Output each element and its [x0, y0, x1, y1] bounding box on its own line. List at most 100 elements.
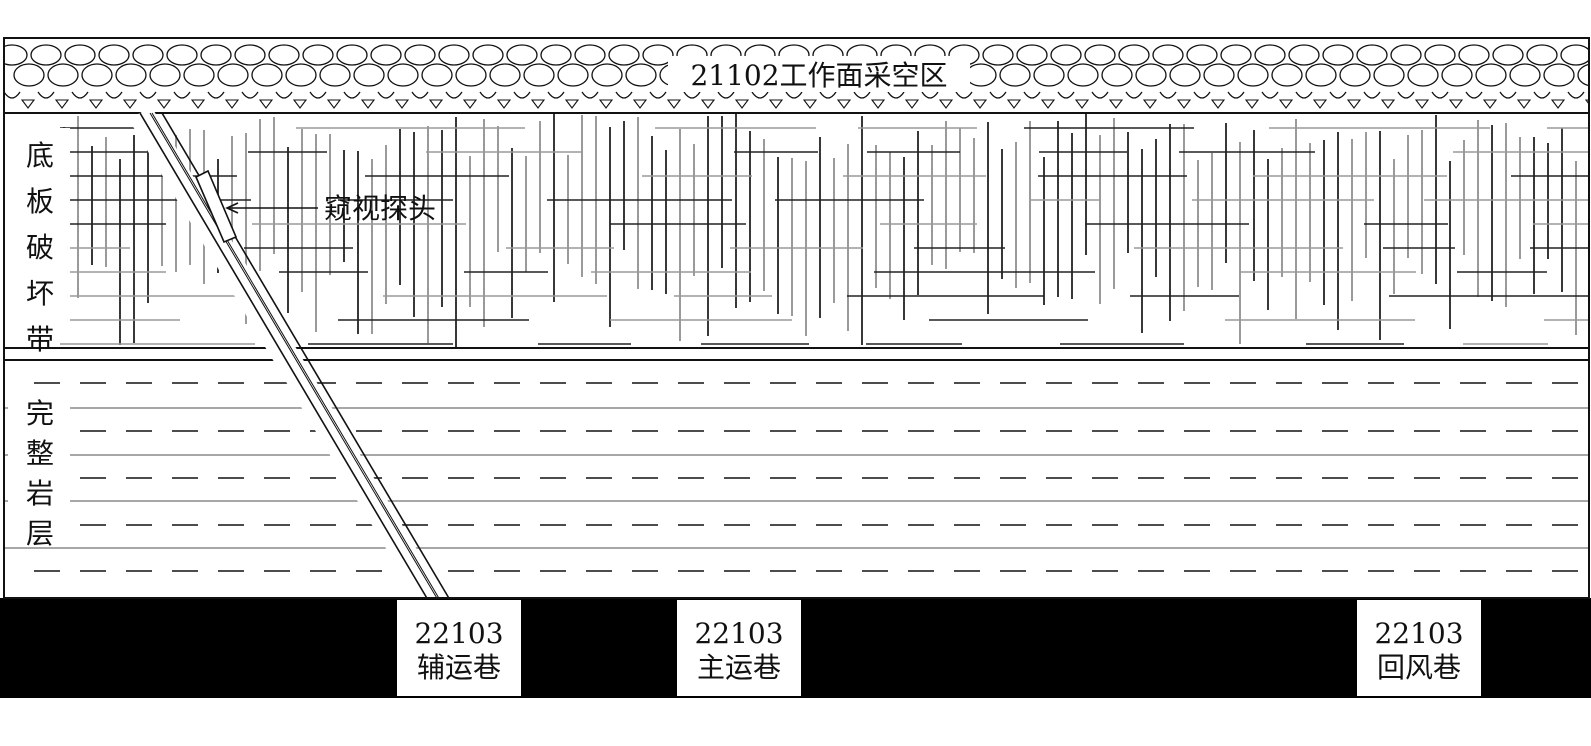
rubble-stone — [1509, 63, 1541, 87]
rubble-fragment — [1499, 91, 1517, 99]
rubble-stone — [319, 63, 351, 87]
rubble-stone — [1152, 44, 1184, 66]
rubble-fragment — [88, 99, 104, 109]
rubble-fragment — [377, 91, 395, 99]
roadway-band: 22103 辅运巷 22103 主运巷 22103 回风巷 — [0, 598, 1591, 698]
rubble-fragment — [819, 91, 837, 99]
rubble-fragment — [71, 91, 89, 99]
rubble-fragment — [1278, 99, 1294, 109]
probe-arrow-head — [225, 202, 239, 214]
rubble-stone — [1050, 44, 1082, 66]
rubble-fragment — [836, 99, 852, 109]
rubble-fragment — [156, 99, 172, 109]
rubble-fragment — [1295, 91, 1313, 99]
rubble-fragment — [462, 99, 478, 109]
rubble-fragment — [173, 91, 191, 99]
rubble-fragment — [1550, 99, 1566, 109]
rubble-fragment — [309, 91, 327, 99]
rubble-stone — [353, 63, 385, 87]
damage-label-backdrop — [8, 128, 70, 340]
zone-label-char: 带 — [26, 323, 54, 356]
rubble-fragment — [479, 91, 497, 99]
roadway-return-number: 22103 — [1374, 617, 1463, 650]
rubble-stone — [1305, 63, 1337, 87]
rubble-stone — [1203, 63, 1235, 87]
zone-label-char: 破 — [26, 231, 54, 264]
rubble-stone — [591, 63, 623, 87]
rubble-fragment — [241, 91, 259, 99]
rubble-fragment — [4, 91, 21, 99]
rubble-fragment — [1261, 91, 1279, 99]
roadway-aux-number: 22103 — [414, 617, 503, 650]
rubble-fragment — [224, 99, 240, 109]
rubble-stone — [421, 63, 453, 87]
borehole-wall-left — [139, 112, 429, 601]
rubble-stone — [336, 44, 368, 66]
rubble-fragment — [360, 99, 376, 109]
rubble-stone — [370, 44, 402, 66]
rubble-stone — [115, 63, 147, 87]
rubble-fragment — [1091, 91, 1109, 99]
rubble-fragment — [853, 91, 871, 99]
intact-rock-label: 完整岩层 — [26, 397, 54, 550]
rubble-stone — [183, 63, 215, 87]
rubble-stone — [1356, 44, 1388, 66]
rubble-fragment — [1159, 91, 1177, 99]
rubble-fragment — [1533, 91, 1551, 99]
rubble-fragment — [1074, 99, 1090, 109]
rubble-fragment — [122, 99, 138, 109]
rubble-stone — [1271, 63, 1303, 87]
roadway-main-number: 22103 — [694, 617, 783, 650]
rubble-fragment — [343, 91, 361, 99]
rubble-fragment — [1380, 99, 1396, 109]
rubble-fragment — [1040, 99, 1056, 109]
roadway-main: 22103 主运巷 — [677, 600, 801, 696]
rubble-fragment — [1176, 99, 1192, 109]
rubble-fragment — [955, 91, 973, 99]
strata-lines — [4, 382, 1589, 572]
rubble-fragment — [1193, 91, 1211, 99]
rubble-stone — [30, 44, 62, 66]
rubble-stone — [285, 63, 317, 87]
rubble-stone — [4, 44, 28, 66]
rubble-fragment — [666, 99, 682, 109]
rubble-stone — [455, 63, 487, 87]
roadway-return-opening — [1357, 600, 1481, 696]
rubble-fragment — [1567, 91, 1585, 99]
rubble-stone — [64, 44, 96, 66]
goaf-label: 21102工作面采空区 — [690, 59, 947, 92]
rubble-fragment — [1329, 91, 1347, 99]
rubble-stone — [404, 44, 436, 66]
rubble-fragment — [326, 99, 342, 109]
rubble-stone — [1186, 44, 1218, 66]
rubble-stone — [200, 44, 232, 66]
rubble-stone — [1118, 44, 1150, 66]
rubble-stone — [1441, 63, 1473, 87]
rubble-stone — [1458, 44, 1490, 66]
borehole-rod-right — [151, 112, 441, 601]
rubble-fragment — [615, 91, 633, 99]
rubble-fragment — [445, 91, 463, 99]
rubble-fragment — [649, 91, 667, 99]
intact-label-backdrop — [8, 388, 70, 540]
rubble-stone — [506, 44, 538, 66]
rubble-fragment — [1431, 91, 1449, 99]
rubble-fragment — [887, 91, 905, 99]
rubble-stone — [47, 63, 79, 87]
rubble-stone — [302, 44, 334, 66]
rubble-stone — [98, 44, 130, 66]
roadway-main-name: 主运巷 — [697, 651, 781, 684]
rubble-fragment — [870, 99, 886, 109]
rubble-fragment — [700, 99, 716, 109]
rubble-fragment — [717, 91, 735, 99]
rubble-fragment — [1346, 99, 1362, 109]
rubble-stone — [642, 44, 674, 66]
zone-label-char: 岩 — [26, 477, 54, 510]
roadway-return-name: 回风巷 — [1377, 651, 1461, 684]
rubble-fragment — [37, 91, 55, 99]
rubble-stone — [1101, 63, 1133, 87]
rubble-fragment — [1006, 99, 1022, 109]
rubble-stone — [1220, 44, 1252, 66]
rubble-fragment — [989, 91, 1007, 99]
